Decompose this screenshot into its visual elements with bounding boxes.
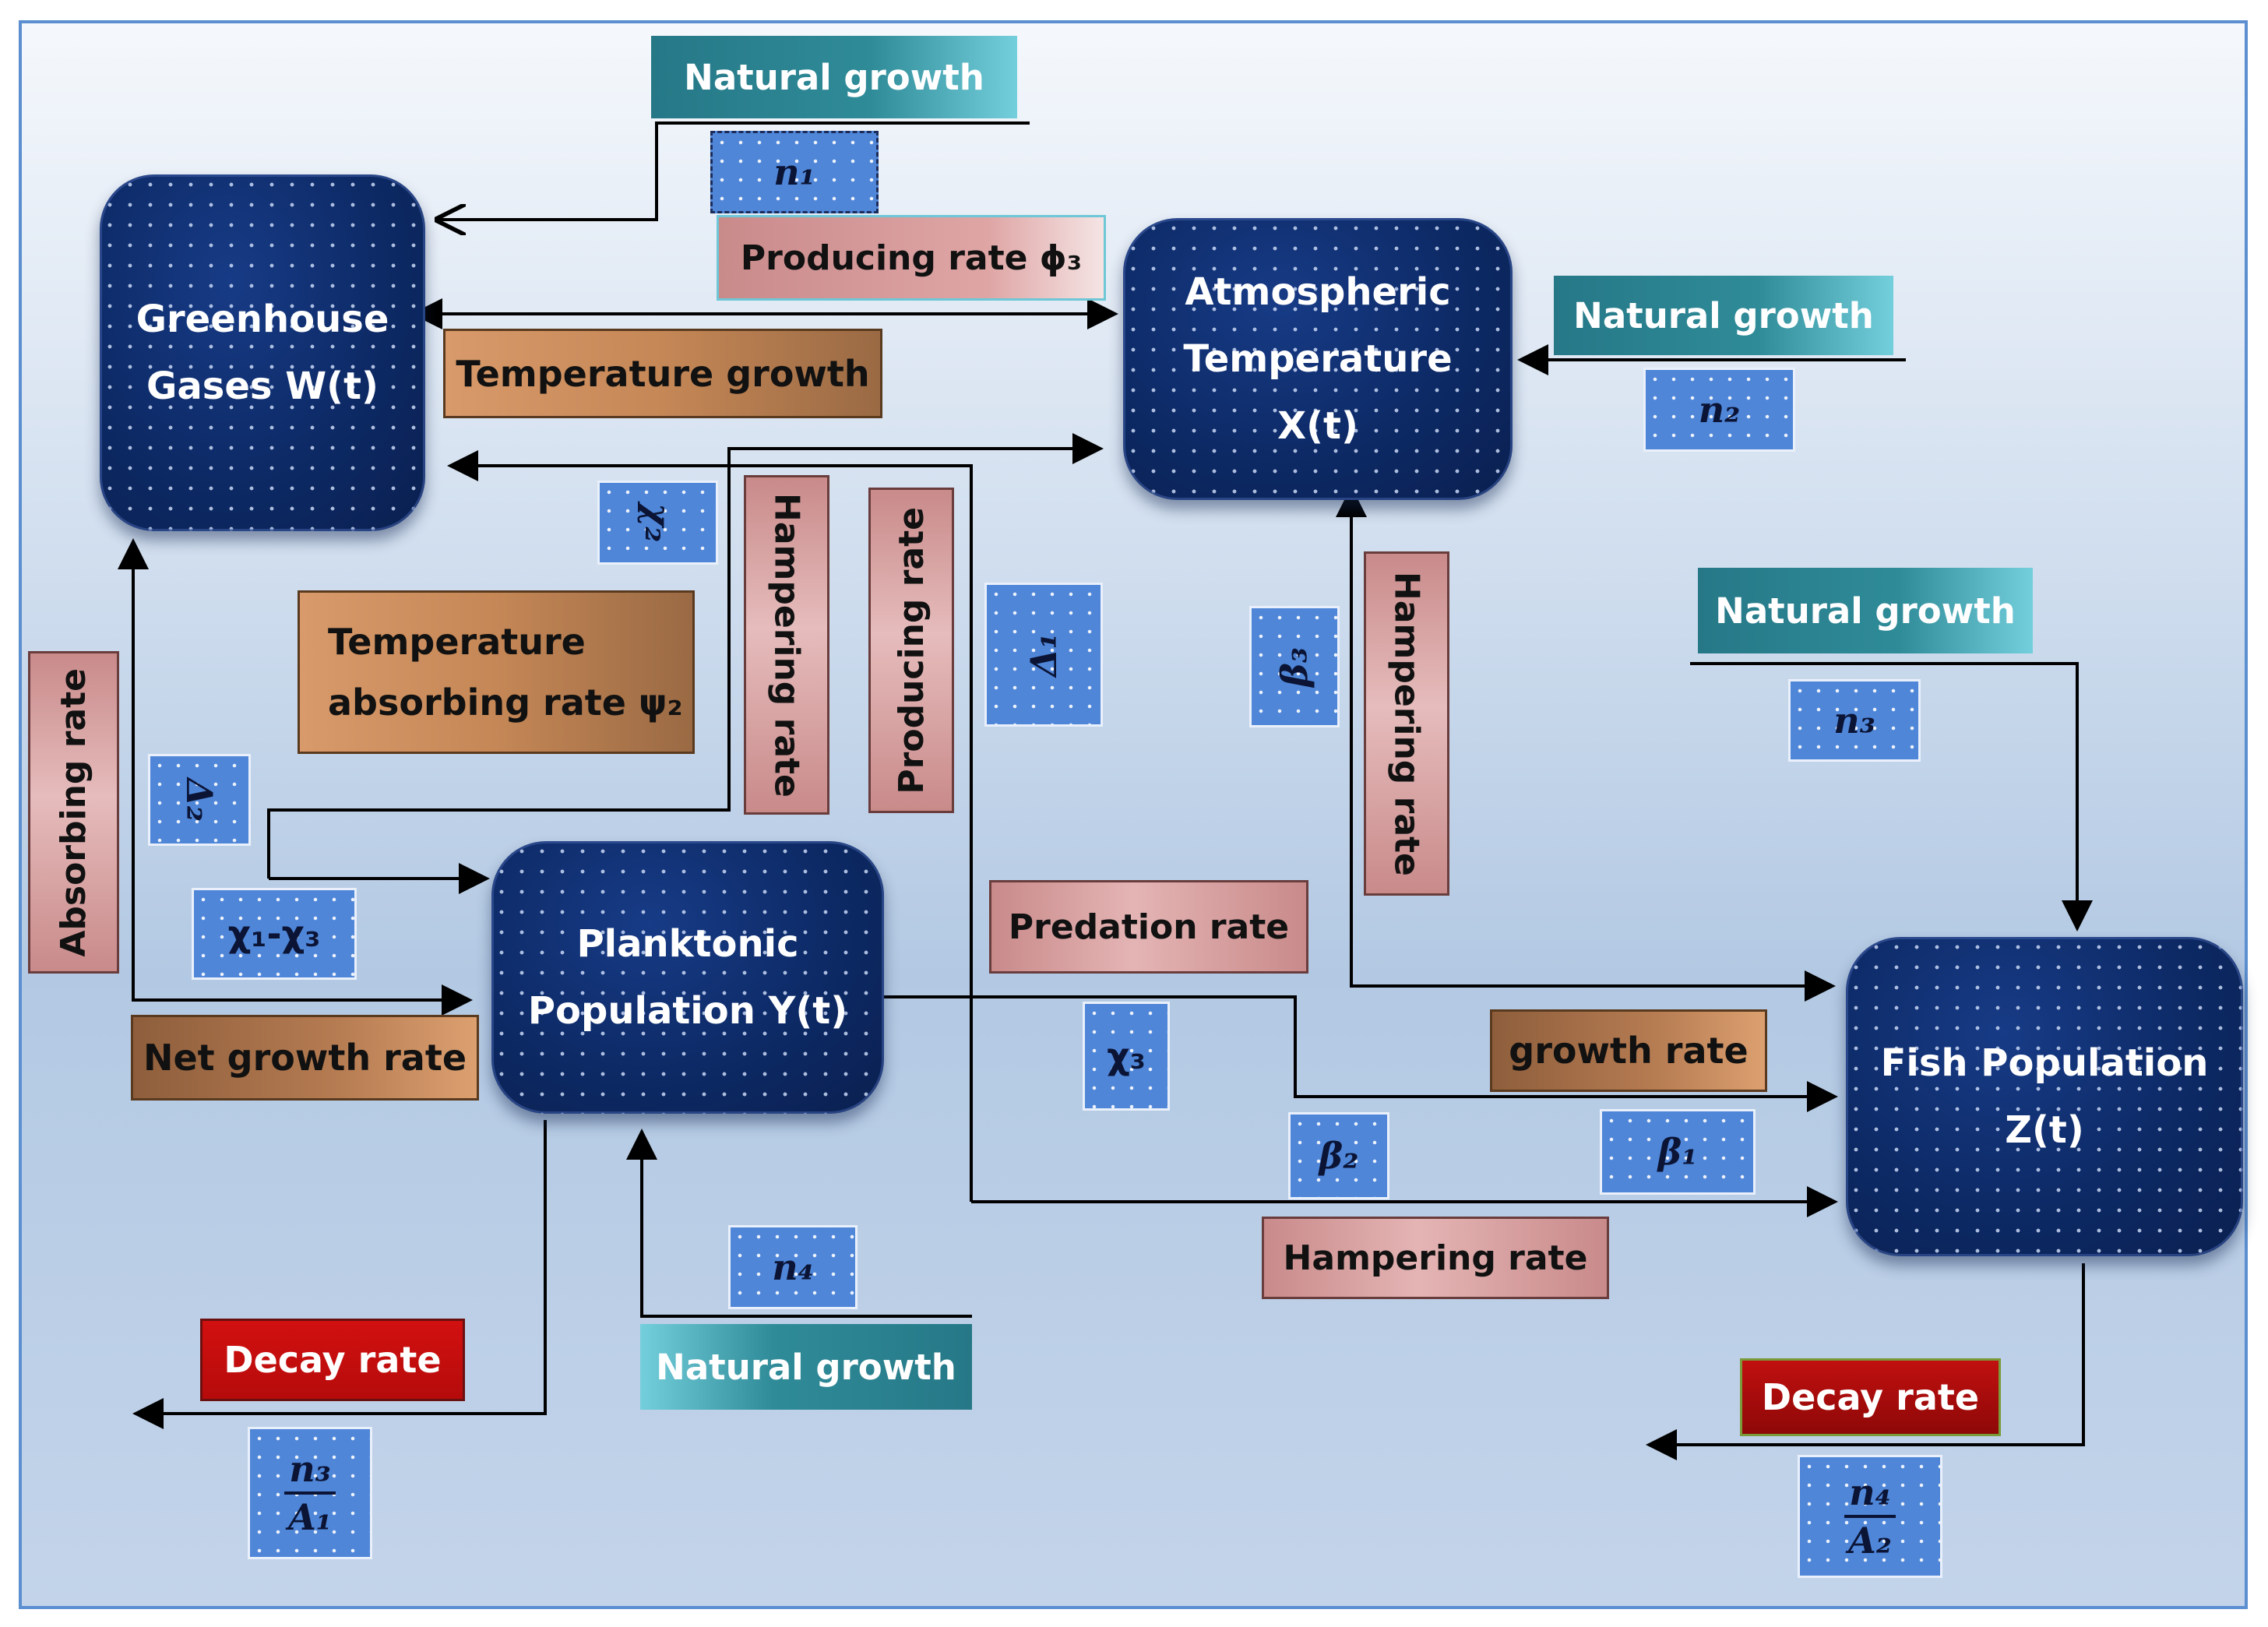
beta1-symbol: β₁ — [1600, 1109, 1756, 1195]
fraction-1-bar — [284, 1491, 336, 1495]
atmospheric-temperature-node: Atmospheric Temperature X(t) — [1123, 218, 1513, 500]
arrow-fish-decay — [1646, 1263, 2085, 1460]
arrow-planktonic-atmospheric — [267, 433, 1104, 879]
beta2-text: β₂ — [1319, 1135, 1359, 1177]
fraction-1-denominator: A₁ — [288, 1496, 332, 1538]
decay-rate-label-2: Decay rate — [1740, 1358, 2001, 1436]
arrow-atmospheric-fish — [1336, 486, 1836, 1002]
absorbing-rate-label: Absorbing rate — [28, 651, 119, 974]
n4-over-a2-fraction: n₄ A₂ — [1844, 1474, 1896, 1558]
hampering-rate-text-2: Hampering rate — [1386, 571, 1427, 876]
growth-rate-label: growth rate — [1490, 1009, 1767, 1092]
hampering-rate-text-1: Hampering rate — [766, 492, 807, 798]
delta1-symbol: Δ₁ — [984, 583, 1103, 727]
temperature-absorbing-rate-label: Temperature absorbing rate ψ₂ — [298, 590, 695, 754]
hampering-rate-horizontal-label: Hampering rate — [1262, 1217, 1609, 1299]
predation-rate-label: Predation rate — [989, 880, 1308, 974]
producing-rate-text: Producing rate — [891, 506, 932, 794]
natural-growth-label-4: Natural growth — [640, 1324, 972, 1410]
natural-growth-label-3: Natural growth — [1698, 568, 2033, 653]
chi3-text: χ₃ — [1107, 1035, 1146, 1077]
planktonic-population-label: Planktonic Population Y(t) — [527, 922, 848, 1033]
beta3-symbol: β₃ — [1249, 606, 1340, 727]
natural-growth-label-2: Natural growth — [1554, 276, 1893, 355]
n2-text: n₂ — [1698, 389, 1741, 431]
producing-rate-phi3-label: Producing rate ϕ₃ — [717, 215, 1106, 301]
arrow-hampering-greenhouse — [447, 450, 973, 1202]
n1-symbol: n₁ — [710, 131, 879, 213]
n3-symbol: n₃ — [1788, 679, 1921, 762]
planktonic-population-node: Planktonic Population Y(t) — [491, 841, 884, 1114]
temperature-growth-label: Temperature growth — [443, 329, 882, 418]
delta2-text: Δ₂ — [178, 778, 220, 822]
n3-text: n₃ — [1833, 699, 1875, 741]
greenhouse-gases-node: Greenhouse Gases W(t) — [100, 174, 425, 531]
fraction-2-bar — [1844, 1515, 1896, 1518]
n4-text: n₄ — [772, 1246, 814, 1288]
arrow-natural-growth-planktonic — [626, 1129, 972, 1318]
arrow-planktonic-fish — [884, 995, 1838, 1112]
n3-over-a1-symbol: n₃ A₁ — [248, 1427, 372, 1559]
n1-text: n₁ — [773, 151, 815, 193]
chi3-symbol: χ₃ — [1083, 1002, 1170, 1111]
n2-symbol: n₂ — [1643, 368, 1795, 452]
arrow-natural-growth-greenhouse — [438, 121, 1030, 220]
atmospheric-temperature-label: Atmospheric Temperature X(t) — [1183, 270, 1453, 448]
hampering-rate-vertical-label-2: Hampering rate — [1364, 551, 1449, 896]
beta3-text: β₃ — [1273, 646, 1315, 687]
hampering-rate-vertical-label-1: Hampering rate — [744, 475, 829, 815]
absorbing-rate-text: Absorbing rate — [54, 667, 93, 957]
n3-over-a1-fraction: n₃ A₁ — [284, 1451, 336, 1535]
delta1-text: Δ₁ — [1023, 632, 1065, 677]
delta2-symbol: Δ₂ — [148, 754, 251, 846]
chi1-chi3-text: χ₁-χ₃ — [227, 913, 321, 955]
fraction-2-numerator: n₄ — [1849, 1471, 1891, 1513]
n4-symbol: n₄ — [728, 1225, 858, 1309]
producing-rate-vertical-label: Producing rate — [868, 488, 954, 813]
arrow-natural-growth-fish — [1690, 662, 2093, 931]
beta2-symbol: β₂ — [1288, 1112, 1389, 1199]
beta1-text: β₁ — [1657, 1131, 1698, 1173]
chi2-symbol: χ₂ — [597, 481, 718, 565]
natural-growth-label-1: Natural growth — [651, 36, 1017, 118]
decay-rate-label-1: Decay rate — [200, 1319, 465, 1401]
chi1-chi3-symbol: χ₁-χ₃ — [192, 888, 357, 980]
fish-population-label: Fish Population Z(t) — [1880, 1041, 2209, 1152]
n4-over-a2-symbol: n₄ A₂ — [1798, 1455, 1942, 1578]
fraction-2-denominator: A₂ — [1848, 1520, 1892, 1562]
net-growth-rate-label: Net growth rate — [131, 1015, 479, 1101]
fraction-1-numerator: n₃ — [289, 1448, 331, 1490]
fish-population-node: Fish Population Z(t) — [1846, 937, 2243, 1256]
chi2-text: χ₂ — [636, 502, 679, 543]
greenhouse-gases-label: Greenhouse Gases W(t) — [136, 298, 389, 408]
arrow-planktonic-decay — [132, 1120, 547, 1429]
